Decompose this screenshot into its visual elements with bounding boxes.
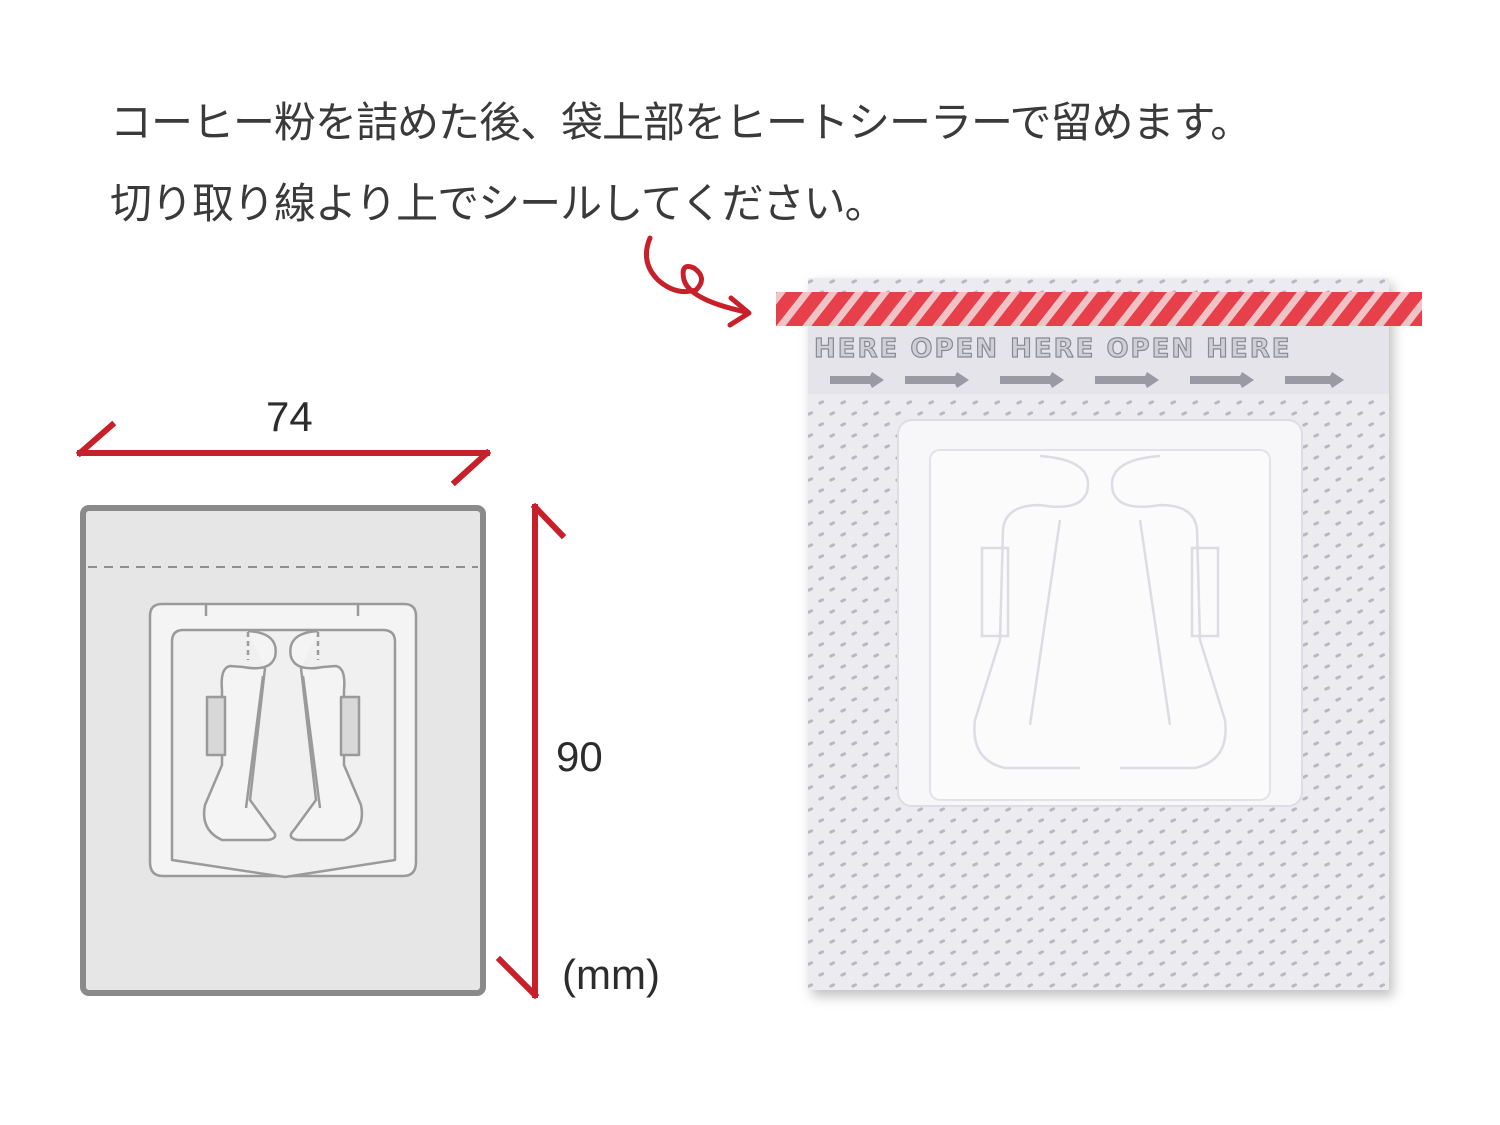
open-direction-arrows [830, 372, 1344, 388]
drip-hanger-outline [148, 602, 418, 879]
instruction-line-1: コーヒー粉を詰めた後、袋上部をヒートシーラーで留めます。 [110, 98, 1252, 147]
unit-label: (mm) [562, 951, 660, 998]
heat-seal-zone-stripe [776, 292, 1422, 326]
instruction-line-2: 切り取り線より上でシールしてください。 [110, 179, 887, 228]
curly-arrowhead [727, 295, 752, 328]
drip-hanger-card [897, 419, 1303, 807]
open-here-print: HERE OPEN HERE OPEN HERE [814, 334, 1291, 364]
width-dimension-arrow [75, 420, 492, 487]
height-dimension-arrow [495, 502, 567, 1000]
width-label: 74 [266, 393, 313, 440]
curly-pointer-arrow [643, 235, 749, 315]
height-label: 90 [556, 733, 603, 780]
